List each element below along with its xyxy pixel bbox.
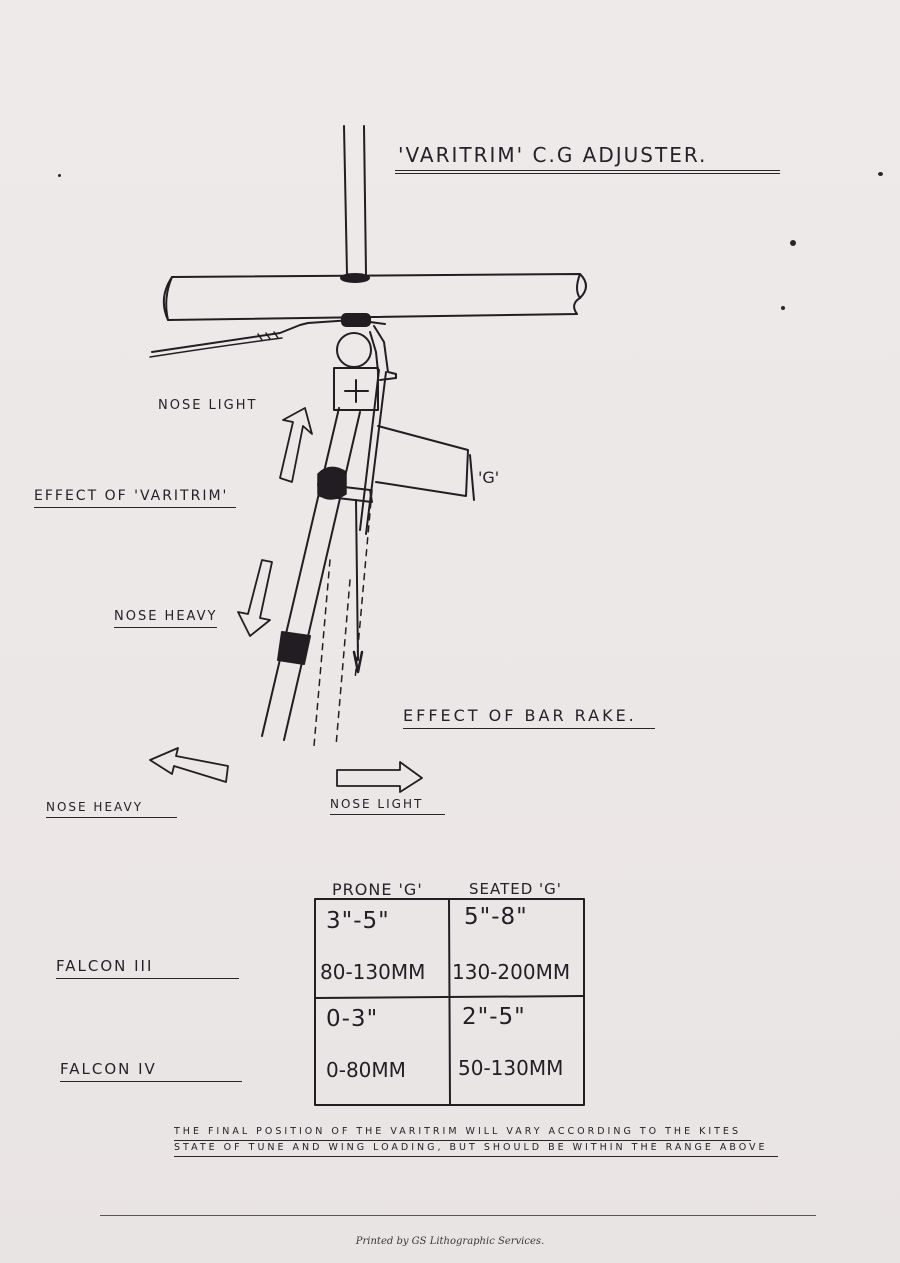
footer-rule bbox=[100, 1215, 816, 1216]
label-nose-heavy-top: NOSE HEAVY bbox=[114, 609, 218, 628]
hang-box bbox=[333, 367, 379, 411]
cell-falcon4-seated-mm: 50-130MM bbox=[458, 1056, 564, 1080]
hang-pulley bbox=[336, 332, 372, 368]
ink-spot bbox=[781, 306, 785, 310]
row-label-falcon-iv: FALCON IV bbox=[60, 1060, 242, 1082]
row-label-falcon-iii: FALCON III bbox=[56, 957, 240, 979]
cell-falcon3-seated-inches: 5"-8" bbox=[464, 904, 528, 930]
cell-falcon3-seated-mm: 130-200MM bbox=[452, 960, 571, 984]
ink-spot bbox=[58, 174, 61, 177]
note-line-1: THE FINAL POSITION OF THE VARITRIM WILL … bbox=[174, 1126, 751, 1141]
arrow-up-nose-light bbox=[279, 407, 313, 483]
label-effect-bar-rake: EFFECT OF BAR RAKE. bbox=[403, 706, 655, 729]
printer-credit: Printed by GS Lithographic Services. bbox=[355, 1236, 545, 1247]
cell-falcon3-prone-mm: 80-130MM bbox=[320, 960, 426, 984]
title-underline bbox=[395, 170, 780, 174]
page-title: 'VARITRIM' C.G ADJUSTER. bbox=[398, 143, 708, 167]
upright-left bbox=[261, 407, 340, 737]
varitrim-arm bbox=[375, 425, 469, 497]
arrow-down-nose-heavy bbox=[237, 559, 273, 637]
cell-falcon3-prone-inches: 3"-5" bbox=[326, 908, 390, 934]
label-nose-heavy-bottom: NOSE HEAVY bbox=[46, 800, 178, 818]
arrow-left-nose-heavy bbox=[149, 747, 229, 783]
table-header-seated: SEATED 'G' bbox=[469, 880, 562, 898]
cell-falcon4-prone-mm: 0-80MM bbox=[326, 1058, 406, 1082]
king-post-right bbox=[363, 125, 367, 275]
king-post-left bbox=[343, 125, 348, 275]
label-nose-light-top: NOSE LIGHT bbox=[158, 398, 258, 413]
ink-spot bbox=[790, 240, 796, 246]
lower-sleeve bbox=[277, 631, 311, 665]
label-effect-varitrim: EFFECT OF 'VARITRIM' bbox=[34, 488, 237, 508]
table-header-prone: PRONE 'G' bbox=[332, 880, 423, 899]
ink-spot bbox=[878, 172, 883, 176]
arrow-right-nose-light bbox=[336, 761, 423, 793]
varitrim-clamp bbox=[317, 466, 347, 500]
cell-falcon4-seated-inches: 2"-5" bbox=[462, 1004, 526, 1030]
rigging-cable bbox=[151, 319, 353, 353]
note-line-2: STATE OF TUNE AND WING LOADING, BUT SHOU… bbox=[174, 1142, 778, 1157]
hang-bracket-top bbox=[341, 313, 371, 327]
cell-falcon4-prone-inches: 0-3" bbox=[326, 1006, 379, 1032]
upright-right bbox=[283, 411, 361, 741]
keel-tube bbox=[162, 273, 587, 321]
label-nose-light-bottom: NOSE LIGHT bbox=[330, 797, 446, 815]
label-g-marker: 'G' bbox=[478, 468, 500, 487]
